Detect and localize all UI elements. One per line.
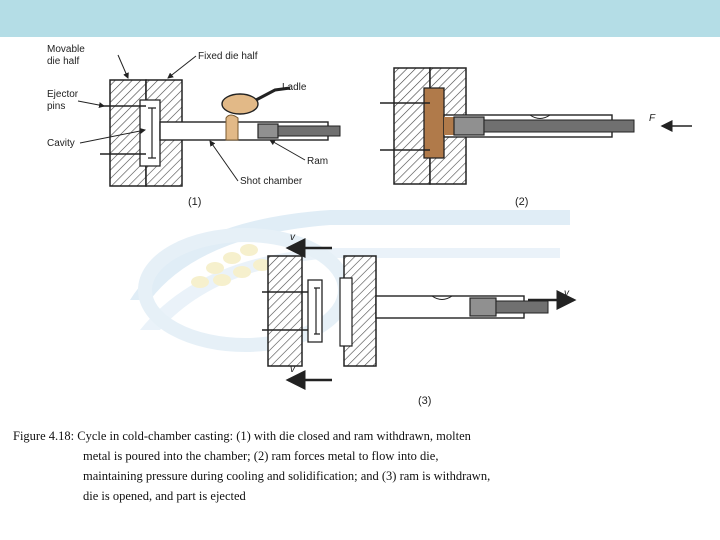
panel-2: F (2) <box>380 67 692 208</box>
ejector-pins-label: Ejector <box>47 89 79 100</box>
caption-line-4: die is opened, and part is ejected <box>83 489 246 503</box>
filled-cavity <box>423 87 445 159</box>
ram-label: Ram <box>307 156 328 167</box>
panel-3: v v v (3) <box>262 232 577 407</box>
caption-line-3: maintaining pressure during cooling and … <box>83 469 491 483</box>
velocity-label-top: v <box>290 232 296 243</box>
ram-rod <box>483 119 635 133</box>
figure-caption: Figure 4.18: Cycle in cold‑chamber casti… <box>13 426 613 506</box>
ram-head <box>469 297 497 317</box>
ram-head <box>257 123 279 139</box>
panel-1: Movable die half Fixed die half Ejector … <box>47 44 341 208</box>
movable-die-label: Movable <box>47 44 85 55</box>
movable-die-half <box>267 255 303 367</box>
molten-metal <box>225 114 239 141</box>
ejector-pins-label-2: pins <box>47 101 65 112</box>
shot-chamber-label: Shot chamber <box>240 176 303 187</box>
ejected-part <box>307 279 323 343</box>
fixed-die-label: Fixed die half <box>198 51 258 62</box>
caption-line-2: metal is poured into the chamber; (2) ra… <box>83 449 439 463</box>
movable-die-label-2: die half <box>47 56 79 67</box>
ladle-handle <box>255 86 291 102</box>
step-1-label: (1) <box>188 196 201 208</box>
step-3-label: (3) <box>418 395 431 407</box>
velocity-label-bottom: v <box>290 364 296 375</box>
cavity-label: Cavity <box>47 138 75 149</box>
ram-rod <box>277 125 341 137</box>
force-label: F <box>649 113 656 124</box>
header-bar <box>0 0 720 37</box>
step-2-label: (2) <box>515 196 528 208</box>
caption-line-1: Figure 4.18: Cycle in cold‑chamber casti… <box>13 429 471 443</box>
velocity-label-right: v <box>564 288 570 299</box>
ladle <box>221 93 259 115</box>
die-cavity <box>139 99 161 167</box>
ram-head <box>453 116 485 136</box>
ram-rod <box>495 300 549 314</box>
ladle-label: Ladle <box>282 82 307 93</box>
